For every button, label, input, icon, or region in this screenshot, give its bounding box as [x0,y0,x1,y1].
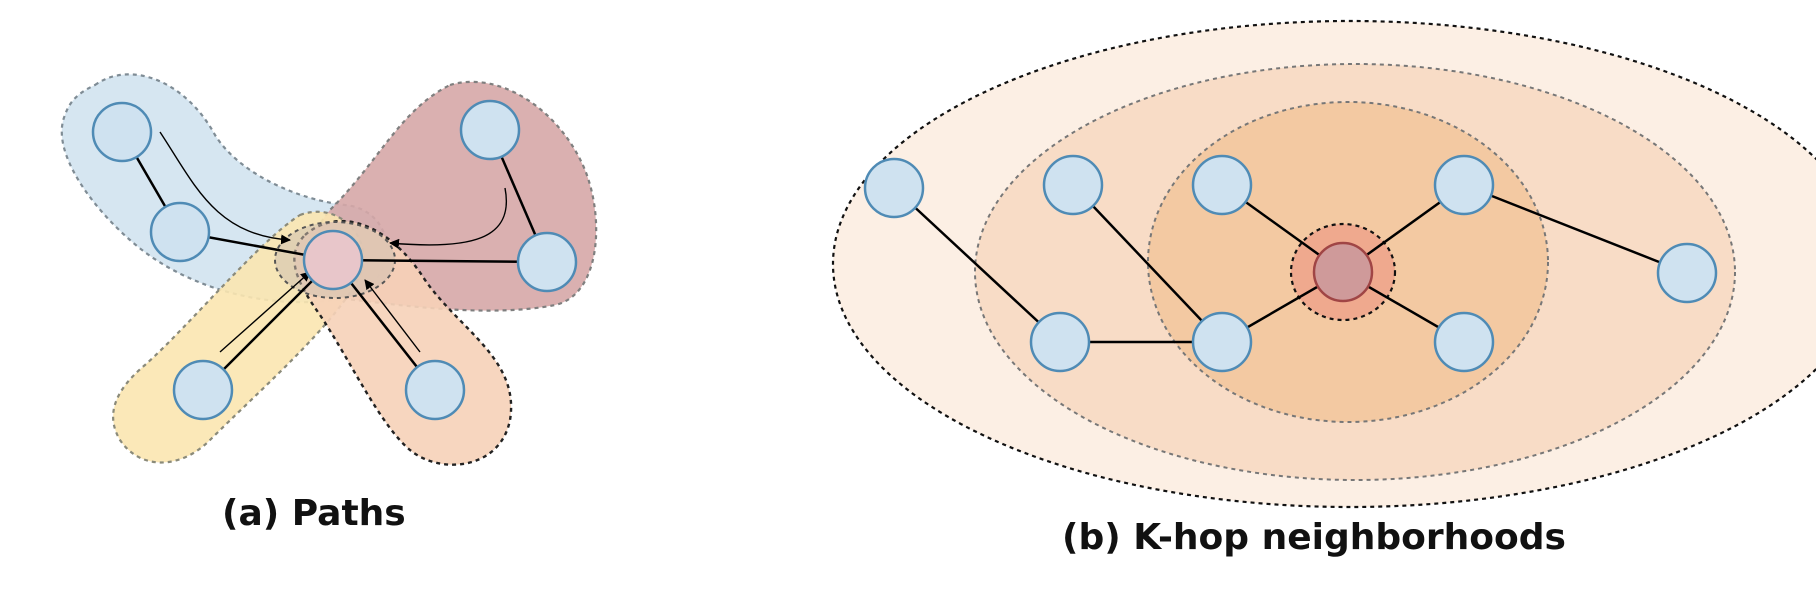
node [1191,311,1253,373]
panel-a-path-arrows [159,131,508,353]
panel-a-caption: (a) Paths [222,493,406,534]
node [149,201,211,263]
panel-a-paths [60,73,598,466]
panel-b-k-hop [832,19,1816,509]
edge [1072,184,1223,343]
panel-b-caption: (b) K-hop neighborhoods [1062,517,1566,558]
node [1433,311,1495,373]
node [516,231,578,293]
node [404,359,466,421]
node [863,157,925,219]
edge [893,187,1061,343]
path-arrow [159,131,291,245]
node [1042,154,1104,216]
node [1191,154,1253,216]
path-arrow [364,279,421,353]
edge [202,259,334,391]
panel-a-nodes [91,99,578,421]
edge [332,258,548,264]
panel-b-nodes [863,154,1718,373]
node [1433,154,1495,216]
node [1656,242,1718,304]
center-node [1312,241,1374,303]
node [172,359,234,421]
node [1029,311,1091,373]
path-arrow [219,271,311,353]
node [91,101,153,163]
node [459,99,521,161]
path-arrow [389,187,508,249]
center-node [302,229,364,291]
edge [1463,183,1688,275]
